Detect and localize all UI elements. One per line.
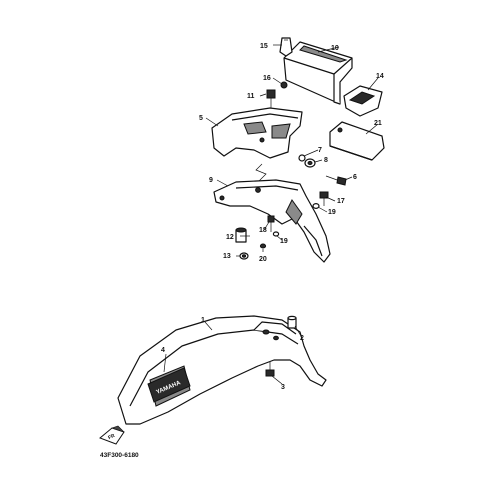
callout-11: 11 — [247, 93, 255, 100]
rear-fender-9-part — [213, 179, 331, 263]
callout-6: 6 — [353, 174, 357, 181]
grommet-12-part — [235, 227, 247, 243]
callout-17: 17 — [337, 198, 345, 205]
collar-8-part — [304, 158, 316, 168]
callout-14: 14 — [376, 73, 384, 80]
bolt-11-part — [266, 89, 276, 110]
callout-2: 2 — [300, 335, 304, 342]
callout-13: 13 — [223, 253, 231, 260]
bracket-5-part — [211, 107, 303, 159]
washer-7-part — [298, 154, 306, 162]
screw-15-part — [279, 37, 293, 57]
callout-16: 16 — [263, 75, 271, 82]
callout-1: 1 — [201, 317, 205, 324]
callout-3: 3 — [281, 384, 285, 391]
yamaha-decal-4-part: YAMAHA — [147, 367, 191, 403]
front-indicator-text: FR — [107, 433, 116, 441]
bolt-3-part — [265, 362, 275, 377]
callout-7: 7 — [318, 147, 322, 154]
callout-8: 8 — [324, 157, 328, 164]
callout-19b: 19 — [280, 238, 288, 245]
nut-16-part — [280, 81, 288, 89]
nut-13-part — [239, 252, 249, 260]
callout-5: 5 — [199, 115, 203, 122]
washer-19a-part — [312, 203, 320, 210]
callout-15: 15 — [260, 43, 268, 50]
bolt-17-part — [319, 191, 329, 206]
callout-20: 20 — [259, 256, 267, 263]
callouts: 15 10 16 14 11 5 21 7 8 6 9 17 19 12 18 … — [161, 43, 384, 391]
front-fender-1-part — [117, 315, 327, 425]
break-line — [255, 163, 267, 183]
callout-18: 18 — [259, 227, 267, 234]
cover-14-part — [343, 85, 383, 117]
nut-20-part — [259, 243, 267, 249]
callout-10: 10 — [331, 45, 339, 52]
bolt-18-part — [267, 215, 275, 232]
callout-21: 21 — [374, 120, 382, 127]
callout-12: 12 — [226, 234, 234, 241]
tool-box-part — [283, 41, 353, 105]
tail-cap-21-part — [329, 121, 385, 161]
callout-19a: 19 — [328, 209, 336, 216]
callout-9: 9 — [209, 177, 213, 184]
leader-lines — [163, 44, 379, 385]
callout-4: 4 — [161, 347, 165, 354]
washer-19b-part — [272, 231, 280, 237]
front-indicator-icon: FR — [99, 425, 125, 445]
drawing-code: 43F300-6180 — [100, 452, 139, 459]
bolt-6-part — [325, 175, 347, 186]
